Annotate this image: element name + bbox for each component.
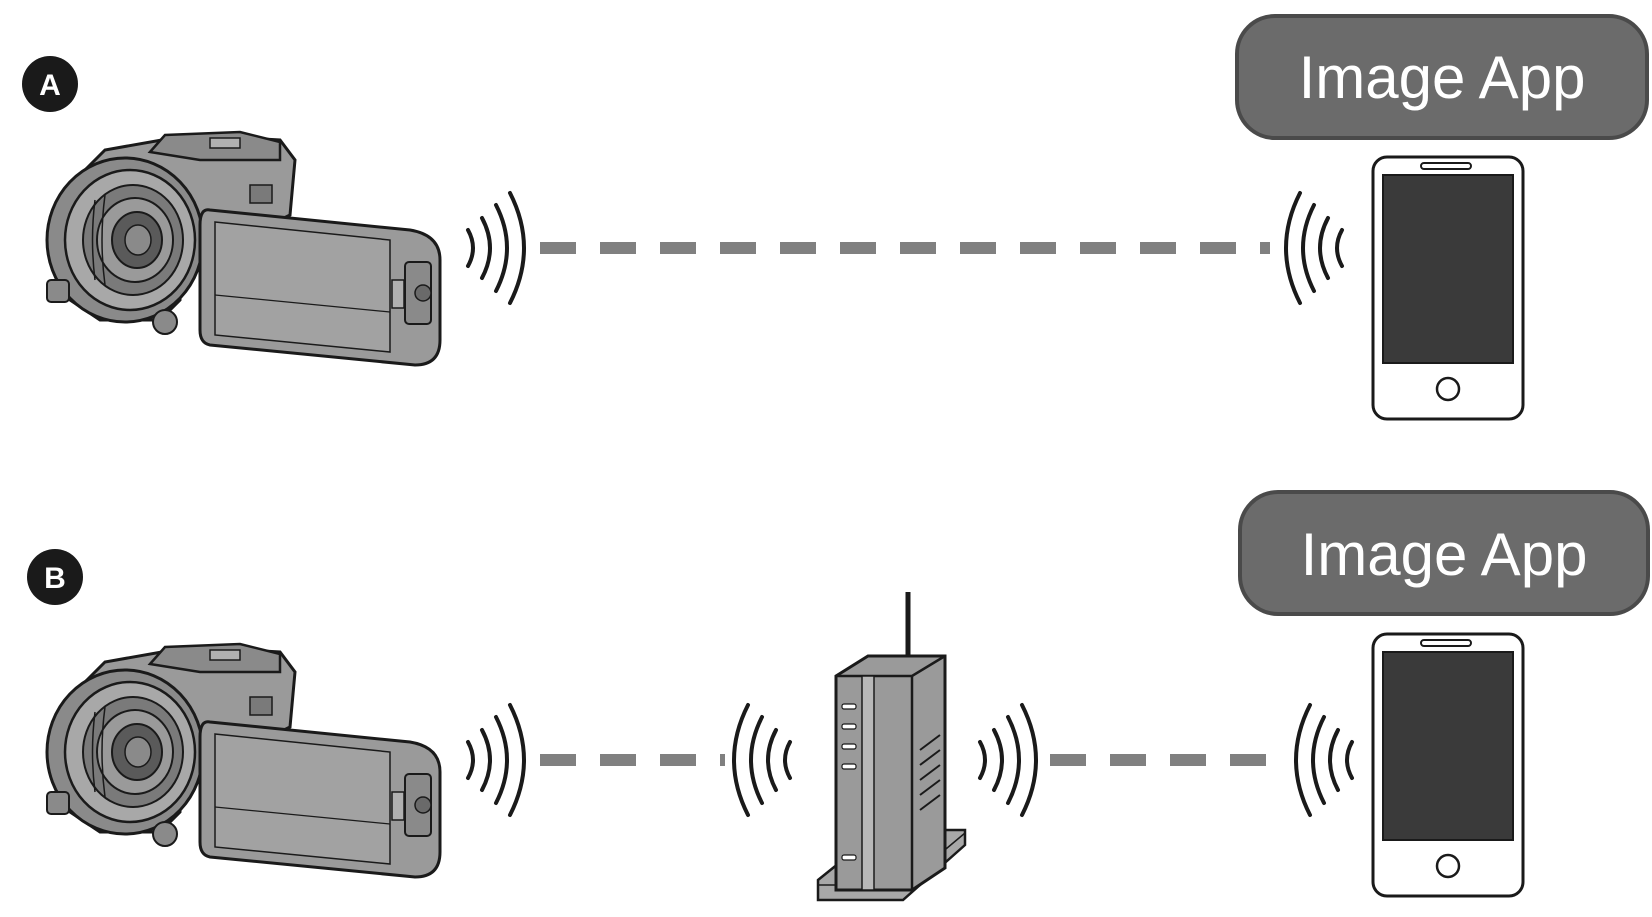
- smartphone-icon: [1373, 157, 1523, 419]
- wifi-waves-icon: [468, 193, 524, 303]
- wifi-waves-icon: [734, 705, 790, 815]
- wireless-router-icon: [818, 592, 965, 900]
- wifi-waves-icon: [1286, 193, 1342, 303]
- image-app-label: Image App: [1240, 492, 1648, 614]
- marker-a-badge: A: [22, 56, 78, 112]
- camcorder-icon: [47, 644, 440, 877]
- wifi-waves-icon: [980, 705, 1036, 815]
- panel-b: B: [27, 492, 1648, 900]
- smartphone-icon: [1373, 634, 1523, 896]
- panel-a: A Image App: [22, 16, 1647, 419]
- image-app-label-text: Image App: [1301, 521, 1588, 588]
- image-app-label: Image App: [1237, 16, 1647, 138]
- camcorder-icon: [47, 132, 440, 365]
- marker-b-letter: B: [44, 562, 66, 595]
- marker-a-letter: A: [39, 69, 61, 102]
- image-app-label-text: Image App: [1299, 44, 1586, 111]
- wifi-waves-icon: [468, 705, 524, 815]
- marker-b-badge: B: [27, 549, 83, 605]
- wifi-waves-icon: [1296, 705, 1352, 815]
